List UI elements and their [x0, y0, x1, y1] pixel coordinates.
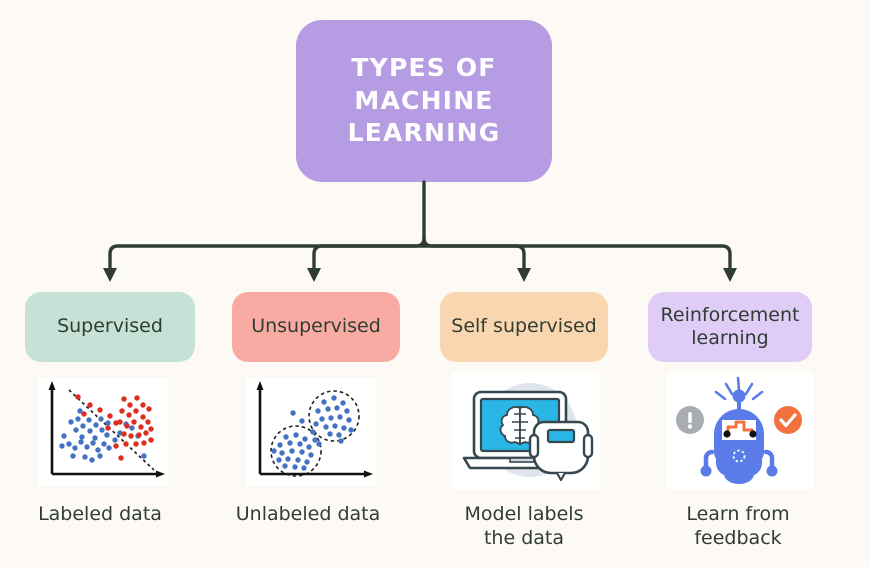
connector-branch-4	[422, 236, 732, 270]
caption-reinforcement-learning: Learn from feedback	[686, 503, 790, 549]
arrowhead-3	[517, 268, 531, 282]
robot-feedback-icon	[666, 372, 814, 490]
clustered-scatter-plot-icon	[246, 378, 376, 486]
category-box-self-supervised[interactable]: Self supervised	[440, 292, 608, 362]
category-label-supervised: Supervised	[57, 315, 163, 338]
category-label-unsupervised: Unsupervised	[251, 315, 381, 338]
category-box-reinforcement-learning[interactable]: Reinforcement learning	[648, 292, 812, 362]
arrowhead-4	[723, 268, 737, 282]
category-label-reinforcement-learning: Reinforcement learning	[660, 303, 800, 349]
connector-branch-3	[422, 244, 526, 270]
caption-self-supervised: Model labels the data	[464, 503, 584, 549]
category-box-unsupervised[interactable]: Unsupervised	[232, 292, 400, 362]
labeled-scatter-plot-icon	[38, 378, 168, 486]
arrowhead-2	[307, 268, 321, 282]
arrowhead-1	[103, 268, 117, 282]
connector-branch-2	[312, 244, 426, 270]
caption-supervised: Labeled data	[38, 503, 162, 525]
title-node: Types of Machine Learning	[296, 20, 552, 182]
category-label-self-supervised: Self supervised	[451, 315, 597, 338]
connector-branch-1	[108, 236, 426, 270]
category-box-supervised[interactable]: Supervised	[25, 292, 195, 362]
laptop-brain-robot-icon	[452, 372, 600, 490]
page-title: Types of Machine Learning	[347, 53, 501, 148]
caption-unsupervised: Unlabeled data	[235, 503, 381, 525]
